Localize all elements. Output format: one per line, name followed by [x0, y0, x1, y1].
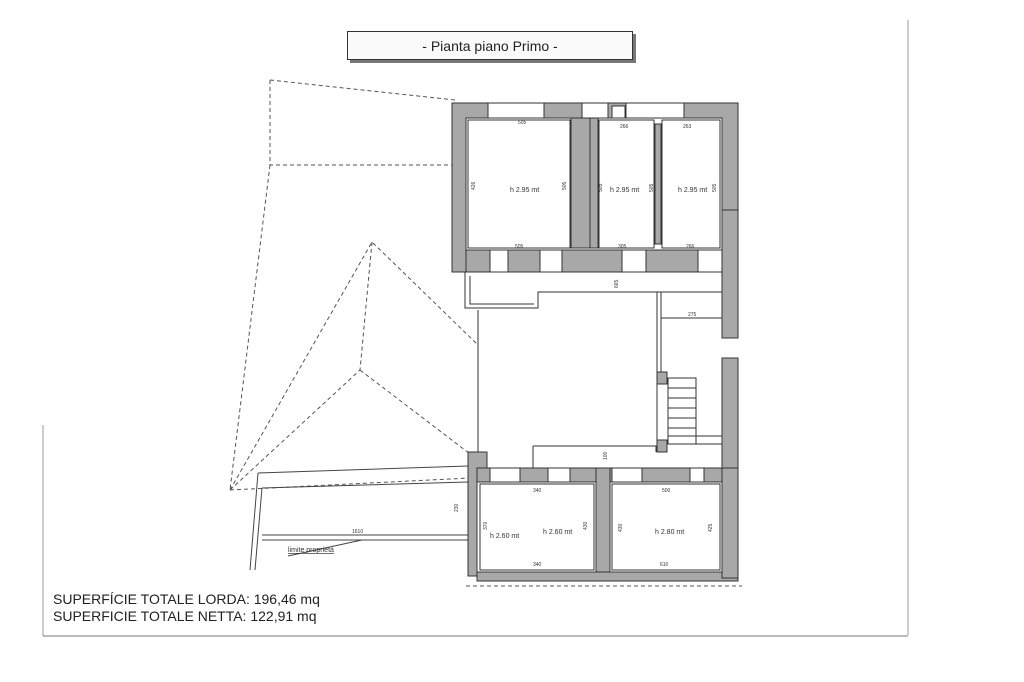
gross-area-total: SUPERFÍCIE TOTALE LORDA: 196,46 mq [53, 591, 320, 607]
dim-room6-bottom: 610 [660, 562, 669, 568]
room-6-height: h 2.80 mt [655, 529, 684, 536]
room-2 [598, 119, 655, 249]
dim-room2-bottom: 305 [618, 244, 627, 250]
dim-corridor-b: 665 [614, 279, 620, 288]
dim-room2-left: 505 [598, 183, 604, 192]
room-4-height: h 2.60 mt [490, 533, 519, 540]
room-2-height: h 2.95 mt [610, 187, 639, 194]
dim-room6-left: 430 [618, 523, 624, 532]
room-3-height: h 2.95 mt [678, 187, 707, 194]
room-1-height: h 2.95 mt [510, 187, 539, 194]
dim-corridor-a: 275 [688, 312, 697, 318]
upper-walls [451, 102, 739, 273]
dim-room6-top: 500 [662, 488, 671, 494]
plan-title: - Pianta piano Primo - [422, 37, 558, 54]
net-area-total: SUPERFICIE TOTALE NETTA: 122,91 mq [53, 608, 317, 624]
dim-corridor-d: 230 [454, 503, 460, 512]
upper-rooms [467, 119, 721, 249]
dim-room3-right: 505 [712, 183, 718, 192]
central-corridor [464, 272, 722, 468]
dim-room1-right: 505 [562, 181, 568, 190]
dim-corridor-e: 1610 [352, 529, 363, 535]
room-5-height: h 2.60 mt [543, 529, 572, 536]
dim-room3-top: 263 [683, 124, 692, 130]
roof-outline-dashed [229, 79, 479, 491]
staircase [656, 371, 722, 453]
dim-room1-top: 505 [518, 120, 527, 126]
dim-room4-left: 370 [483, 521, 489, 530]
lower-wall-openings [489, 467, 705, 483]
room-3 [661, 119, 721, 249]
property-boundary [249, 465, 470, 571]
area-totals: SUPERFÍCIE TOTALE LORDA: 196,46 mq SUPER… [53, 591, 320, 625]
dimension-labels: 505 505 426 505 266 305 505 505 263 266 … [352, 120, 718, 568]
plan-title-box: - Pianta piano Primo - [347, 31, 633, 60]
dim-room1-left: 426 [471, 181, 477, 190]
upper-wall-openings [487, 102, 723, 273]
dim-room4-top: 340 [533, 488, 542, 494]
room-1 [467, 119, 571, 249]
room-6 [611, 483, 721, 571]
dim-corridor-c: 100 [603, 451, 609, 460]
dim-room1-bottom: 505 [515, 244, 524, 250]
room-4 [479, 483, 595, 571]
dim-room2-top: 266 [620, 124, 629, 130]
dim-room4-bottom: 340 [533, 562, 542, 568]
lower-rooms [479, 483, 721, 571]
dim-room2-right: 505 [649, 183, 655, 192]
dim-room5-right: 430 [583, 521, 589, 530]
lower-walls [467, 451, 739, 582]
property-limit-label: limite proprietà [288, 547, 334, 554]
dim-room3-bottom: 266 [686, 244, 695, 250]
dim-room6-right: 425 [708, 523, 714, 532]
